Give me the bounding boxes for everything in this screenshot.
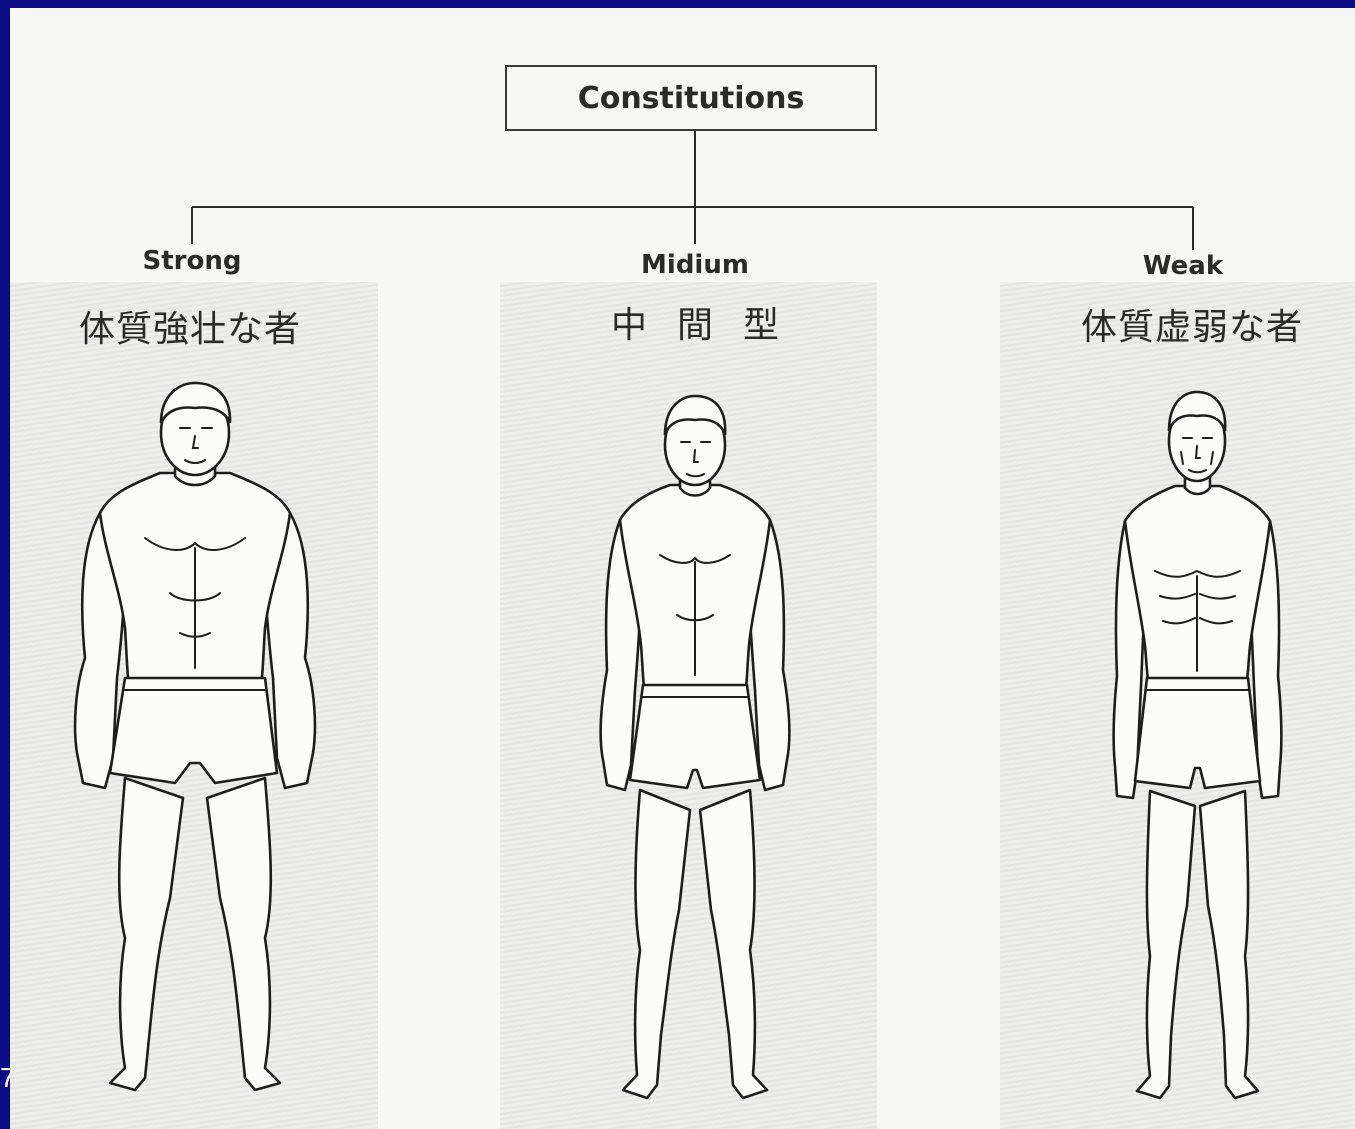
diagram-title: Constitutions <box>578 81 805 116</box>
diagram-page: Constitutions Strong Midium Weak 体質強壮な者 … <box>10 8 1355 1129</box>
strong-label: Strong <box>143 246 242 276</box>
strong-body-figure <box>65 378 325 1098</box>
weak-label: Weak <box>1143 251 1223 281</box>
constitutions-root-box: Constitutions <box>505 65 877 131</box>
medium-body-figure <box>575 390 815 1100</box>
weak-japanese-label: 体質虚弱な者 <box>1081 298 1303 350</box>
strong-japanese-label: 体質強壮な者 <box>79 300 301 352</box>
weak-body-figure <box>1095 386 1305 1106</box>
midium-label: Midium <box>641 250 749 280</box>
midium-japanese-label: 中間型 <box>611 296 809 348</box>
